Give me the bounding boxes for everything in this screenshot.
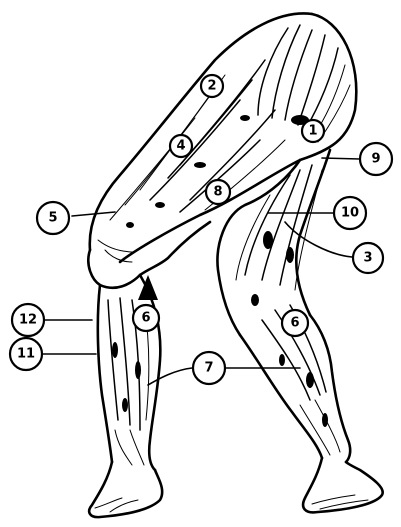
callout-8: 8 [206, 180, 230, 204]
callout-2-label: 2 [207, 79, 216, 94]
callout-3: 3 [353, 243, 383, 273]
callout-1: 1 [302, 120, 324, 142]
callout-6-front-label: 6 [141, 311, 150, 326]
callout-6-front: 6 [133, 305, 159, 331]
callout-10: 10 [334, 197, 366, 229]
callout-6-back-label: 6 [290, 316, 299, 331]
callout-1-label: 1 [308, 124, 317, 139]
callout-8-label: 8 [213, 185, 222, 200]
callout-9: 9 [360, 143, 392, 175]
callout-11-label: 11 [17, 347, 35, 362]
muscle-fibers [98, 25, 350, 465]
callout-2: 2 [201, 75, 223, 97]
callout-3-label: 3 [363, 251, 372, 266]
callout-12-label: 12 [19, 313, 37, 328]
callout-4: 4 [170, 135, 192, 157]
callout-10-label: 10 [341, 206, 359, 221]
callout-9-label: 9 [371, 152, 380, 167]
callout-6-back: 6 [282, 310, 308, 336]
callout-7-label: 7 [204, 361, 213, 376]
callout-7: 7 [193, 352, 225, 384]
callout-4-label: 4 [176, 139, 185, 154]
callout-5: 5 [37, 202, 69, 234]
callout-11: 11 [10, 338, 42, 370]
callout-5-label: 5 [48, 211, 57, 226]
callout-12: 12 [12, 304, 44, 336]
